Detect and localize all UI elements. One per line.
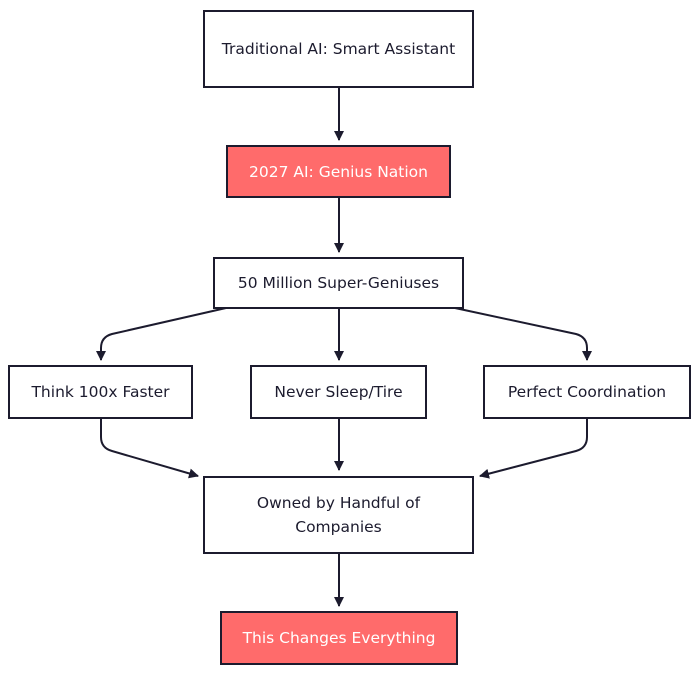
edge-super-geniuses-to-perfect-coordination: [454, 307, 592, 361]
edge-perfect-coordination-to-owned: [479, 419, 588, 479]
node-genius-nation-label: 2027 AI: Genius Nation: [249, 162, 428, 181]
node-genius-nation: 2027 AI: Genius Nation: [226, 145, 451, 198]
node-traditional-ai-label: Traditional AI: Smart Assistant: [221, 40, 456, 58]
node-think-faster-label: Think 100x Faster: [31, 383, 170, 401]
node-perfect-coordination: Perfect Coordination: [483, 365, 691, 419]
node-owned-by-handful: Owned by Handful of Companies: [203, 476, 474, 554]
node-traditional-ai: Traditional AI: Smart Assistant: [203, 10, 474, 88]
node-super-geniuses: 50 Million Super-Geniuses: [213, 257, 464, 309]
node-changes-everything: This Changes Everything: [220, 611, 458, 665]
node-never-sleep-label: Never Sleep/Tire: [274, 383, 403, 401]
node-perfect-coordination-label: Perfect Coordination: [507, 383, 667, 401]
node-changes-everything-label: This Changes Everything: [242, 629, 436, 647]
edge-super-geniuses-to-think-faster: [96, 307, 227, 361]
node-super-geniuses-label: 50 Million Super-Geniuses: [237, 274, 440, 292]
node-think-faster: Think 100x Faster: [8, 365, 193, 419]
node-owned-by-handful-label: Owned by Handful of Companies: [256, 494, 421, 536]
edge-think-faster-to-owned: [100, 419, 199, 479]
node-never-sleep: Never Sleep/Tire: [250, 365, 427, 419]
